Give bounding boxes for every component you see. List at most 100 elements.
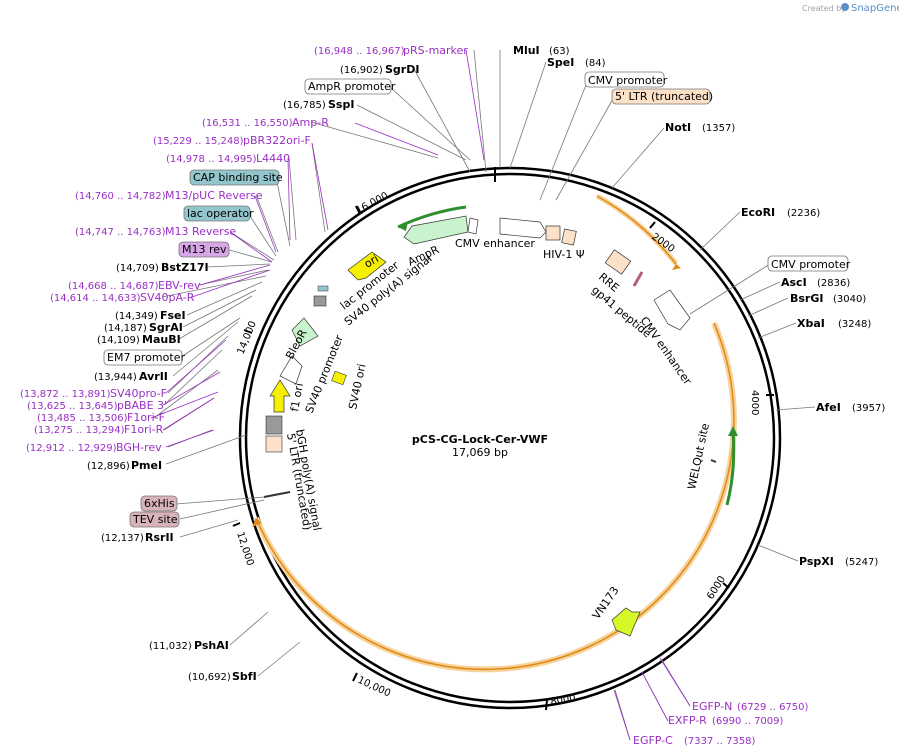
leader-line xyxy=(198,269,269,286)
leader-line xyxy=(311,142,326,233)
leader-line xyxy=(739,281,781,301)
leader-line xyxy=(175,496,265,505)
cmv-promoter-right-tag xyxy=(767,255,849,272)
primer-label: pBR322ori-F xyxy=(243,134,311,147)
primer-line xyxy=(641,671,669,722)
site-pos: (3248) xyxy=(838,319,871,330)
ampr-arrow xyxy=(403,215,469,245)
site-label: AscI xyxy=(781,276,807,289)
tick-mark xyxy=(545,699,548,711)
boxed-features: AmpR promoter CMV promoter 5' LTR (trunc… xyxy=(103,71,851,528)
primer-label: SV40pro-F xyxy=(110,387,167,400)
primer-pos: (13,872 .. 13,891) xyxy=(20,389,111,400)
leader-line xyxy=(509,61,547,169)
primer-label: EGFP-C xyxy=(633,734,673,747)
gp41-label: gp41 peptide xyxy=(589,283,654,340)
ampr-promoter-tag-label: AmpR promoter xyxy=(308,80,396,93)
bgh-polya-box xyxy=(265,415,283,435)
backbone-inner xyxy=(244,172,776,704)
welqut-mark xyxy=(710,459,717,463)
created-by-text: Created by xyxy=(802,4,846,13)
leader-line xyxy=(356,104,467,161)
leader-line xyxy=(757,544,799,562)
primer-pos: (16,531 .. 16,550) xyxy=(202,118,293,129)
primer-line xyxy=(150,391,219,419)
restriction-sites: MluI (63) SpeI (84) NotI (1357) EcoRI (2… xyxy=(87,44,885,683)
ltr-bottom-box xyxy=(265,435,283,453)
cap-binding-tag-label: CAP binding site xyxy=(193,171,283,184)
tick-mark xyxy=(722,582,730,589)
orange-arc-top-line xyxy=(596,195,677,265)
leader-line xyxy=(473,49,487,173)
site-pos: (16,785) xyxy=(283,100,326,111)
site-pos: (16,902) xyxy=(340,65,383,76)
his-tev-mark xyxy=(263,491,291,498)
leader-line xyxy=(255,194,279,253)
site-label: SbfI xyxy=(232,670,257,683)
primer-line xyxy=(165,429,215,448)
leader-line xyxy=(775,406,816,411)
leader-line xyxy=(689,263,771,315)
primer-line xyxy=(199,264,271,286)
sv40-ori-label: SV40 ori xyxy=(346,363,368,411)
primer-line xyxy=(659,657,691,707)
site-label: SspI xyxy=(328,98,354,111)
site-label: AfeI xyxy=(816,401,841,414)
primer-pos: (14,614 .. 14,633) xyxy=(50,293,141,304)
ltr-tag-label: 5' LTR (truncated) xyxy=(615,90,713,103)
sv40-promoter-arrow xyxy=(279,355,303,385)
leader-line xyxy=(153,369,219,419)
leader-line xyxy=(699,211,741,251)
tick-mark xyxy=(232,522,241,527)
primer-line xyxy=(162,371,221,406)
em7-promoter-tag-label: EM7 promoter xyxy=(107,351,185,364)
site-pos: (3040) xyxy=(833,294,866,305)
leader-line xyxy=(229,611,269,646)
orange-arc-large-head xyxy=(252,518,262,527)
primer-pos: (6729 .. 6750) xyxy=(737,702,809,713)
leader-line xyxy=(310,121,439,159)
site-pos: (14,187) xyxy=(104,323,147,334)
green-arc-right xyxy=(725,431,736,506)
cmv-promoter-right-label: CMV promoter xyxy=(771,258,851,271)
primer-line xyxy=(311,142,329,231)
leader-line xyxy=(539,79,589,201)
ori-label: ori xyxy=(362,252,381,270)
orange-arc-top-head xyxy=(672,264,681,270)
site-pos: (14,349) xyxy=(115,311,158,322)
lac-operator-tag xyxy=(183,205,251,222)
primer-label: F1ori-R xyxy=(124,423,164,436)
lac-operator-mark xyxy=(317,285,329,292)
green-arc-top-head xyxy=(398,221,408,231)
leader-line xyxy=(229,231,275,261)
site-label: EcoRI xyxy=(741,206,775,219)
tick-label: 6000 xyxy=(705,574,728,601)
leader-line xyxy=(178,295,253,340)
site-pos: (2236) xyxy=(787,208,820,219)
his-tag xyxy=(140,495,178,512)
site-pos: (5247) xyxy=(845,557,878,568)
site-label: XbaI xyxy=(797,317,825,330)
tick-label: 4000 xyxy=(749,390,760,415)
primer-label: pRS-marker xyxy=(403,44,468,57)
primer-line xyxy=(287,157,291,241)
leader-line xyxy=(180,317,241,358)
primer-pos: (6990 .. 7009) xyxy=(712,716,784,727)
cap-binding-tag xyxy=(189,169,280,186)
map-center: pCS-CG-Lock-Cer-VWF 17,069 bp xyxy=(412,433,548,459)
leader-line xyxy=(611,127,665,189)
site-label: BsrGI xyxy=(790,292,823,305)
primer-label: M13/pUC Reverse xyxy=(165,189,263,202)
leader-line xyxy=(389,86,471,161)
site-pos: (63) xyxy=(549,46,570,57)
primer-line xyxy=(465,49,485,161)
primer-pos: (16,948 .. 16,967) xyxy=(314,46,405,57)
brand-name: SnapGene xyxy=(851,3,899,14)
leader-line xyxy=(179,499,265,520)
cmv-enhancer-top-arrow xyxy=(499,217,547,239)
site-pos: (2836) xyxy=(817,278,850,289)
primer-binding-sites: (16,948 .. 16,967) pRS-marker (16,531 ..… xyxy=(20,44,809,747)
tev-site-tag xyxy=(129,511,180,528)
primer-label: pBABE 3' xyxy=(117,399,167,412)
leader-line xyxy=(288,157,297,241)
